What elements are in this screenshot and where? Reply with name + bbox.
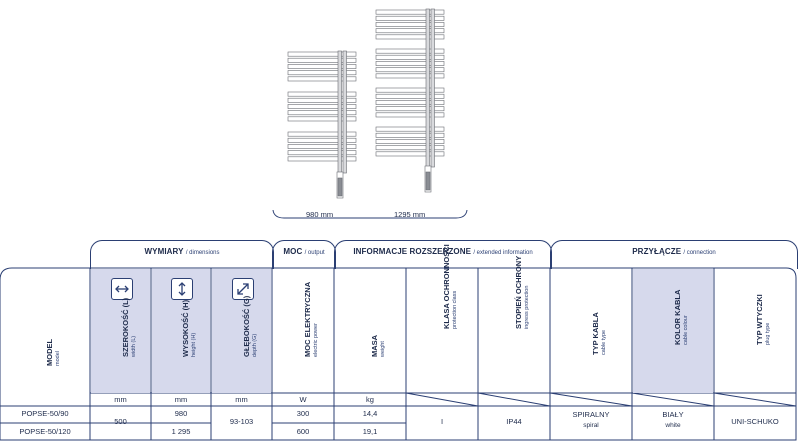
row-1-power: 300 <box>296 409 310 418</box>
vertical-arrows-icon <box>171 278 193 300</box>
row-1-model: POPSE-50/90 <box>21 409 69 418</box>
shared-cable-type: SPIRALNY spiral <box>572 410 610 429</box>
radiator-small-height-label: 980 mm <box>306 210 334 219</box>
radiator-illustrations <box>272 8 468 219</box>
col-depth: GŁĘBOKOŚĆ (G)depth (G) <box>211 268 272 393</box>
shared-ingress: IP44 <box>506 417 522 426</box>
shared-depth: 93-103 <box>229 417 254 426</box>
col-height: WYSOKOŚĆ (H)height (H) <box>151 268 211 393</box>
diagonal-arrows-icon <box>231 278 254 300</box>
shared-plug-type: UNI-SCHUKO <box>731 417 779 426</box>
group-extended: INFORMACJE ROZSZERZONE / extended inform… <box>334 240 552 269</box>
shared-protection: I <box>440 417 444 426</box>
unit-height: mm <box>174 395 188 404</box>
unit-width: mm <box>114 395 127 404</box>
shared-cable-colour: BIAŁY white <box>662 410 684 429</box>
row-1-height: 980 <box>174 409 188 418</box>
horizontal-arrows-icon <box>110 278 133 300</box>
unit-weight: kg <box>366 395 374 404</box>
radiator-small <box>287 50 357 199</box>
size-brace <box>272 209 468 219</box>
row-2-power: 600 <box>296 427 310 436</box>
radiator-large-height-label: 1295 mm <box>394 210 426 219</box>
group-dimensions: WYMIARY / dimensions <box>90 240 274 269</box>
shared-width: 500 <box>114 417 127 426</box>
unit-depth: mm <box>235 395 248 404</box>
row-2-model: POPSE-50/120 <box>19 427 71 436</box>
row-2-weight: 19,1 <box>362 427 378 436</box>
group-power: MOC / output <box>272 240 336 269</box>
radiator-large <box>375 8 445 193</box>
cable-colour-column-shade <box>633 269 713 393</box>
row-2-height: 1 295 <box>171 427 191 436</box>
row-1-weight: 14,4 <box>362 409 378 418</box>
col-width: SZEROKOŚĆ (L)width (L) <box>90 268 151 393</box>
group-connection: PRZYŁĄCZE / connection <box>550 240 798 269</box>
unit-power: W <box>299 395 307 404</box>
